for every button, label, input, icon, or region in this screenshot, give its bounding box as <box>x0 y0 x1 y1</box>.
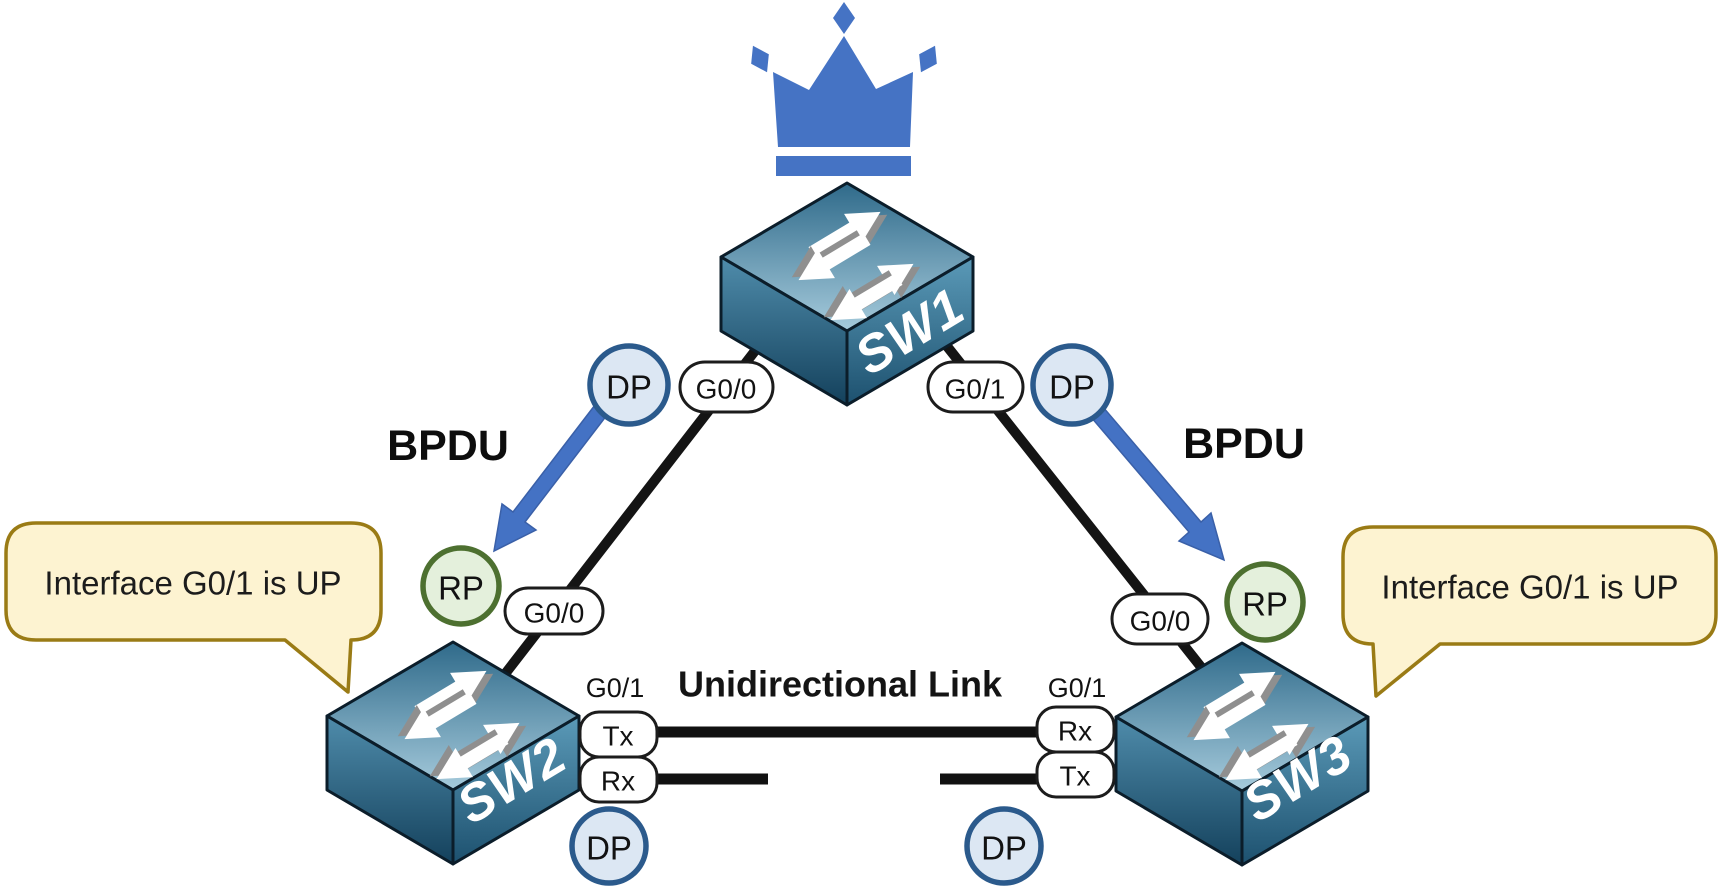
badge-dp-sw1-left: DP <box>587 343 671 427</box>
port-pill-sw3-g0-0-label: G0/0 <box>1130 606 1191 637</box>
switch-sw2: SW2 <box>327 642 579 864</box>
badge-dp-sw3: DP <box>964 806 1044 886</box>
pin-pill-sw2-rx: Rx <box>578 755 659 804</box>
bpdu-arrow-right <box>1089 405 1226 562</box>
pin-pill-sw2-rx-label: Rx <box>601 766 635 797</box>
bpdu-label-left: BPDU <box>387 422 509 470</box>
port-pill-sw3-g0-0: G0/0 <box>1110 592 1210 646</box>
port-pill-sw1-g0-1-label: G0/1 <box>945 374 1006 405</box>
badge-rp-sw2: RP <box>420 545 502 627</box>
port-pill-sw1-g0-1: G0/1 <box>926 360 1025 414</box>
port-pill-sw2-g0-0: G0/0 <box>503 586 605 636</box>
badge-rp-sw3-label: RP <box>1242 586 1288 623</box>
badge-dp-sw1-right: DP <box>1030 343 1114 427</box>
badge-rp-sw2-label: RP <box>438 570 484 607</box>
pin-pill-sw2-tx: Tx <box>578 710 659 759</box>
badge-dp-sw3-label: DP <box>981 830 1027 867</box>
pin-pill-sw3-rx: Rx <box>1035 705 1116 754</box>
badge-dp-sw1-left-label: DP <box>606 369 652 406</box>
badge-dp-sw1-right-label: DP <box>1049 369 1095 406</box>
unidirectional-link-label: Unidirectional Link <box>678 664 1003 705</box>
pin-pill-sw2-tx-label: Tx <box>602 721 633 752</box>
pin-pill-sw3-rx-label: Rx <box>1058 716 1092 747</box>
callout-right-text: Interface G0/1 is UP <box>1381 569 1678 606</box>
badge-rp-sw3: RP <box>1224 561 1306 643</box>
port-pill-sw1-g0-0-label: G0/0 <box>696 374 757 405</box>
callout-right: Interface G0/1 is UP <box>1341 525 1718 698</box>
bpdu-label-right: BPDU <box>1183 420 1305 468</box>
port-pill-sw1-g0-0: G0/0 <box>678 360 775 414</box>
port-label-sw2-g0-1: G0/1 <box>586 673 645 703</box>
badge-dp-sw2-label: DP <box>586 830 632 867</box>
pin-pill-sw3-tx-label: Tx <box>1059 761 1090 792</box>
callout-left-text: Interface G0/1 is UP <box>44 565 341 602</box>
bpdu-arrow-left <box>493 403 609 553</box>
port-label-sw3-g0-1: G0/1 <box>1048 673 1107 703</box>
port-pill-sw2-g0-0-label: G0/0 <box>524 598 585 629</box>
crown-icon <box>751 2 937 176</box>
pin-pill-sw3-tx: Tx <box>1035 750 1116 799</box>
callout-left: Interface G0/1 is UP <box>4 521 383 694</box>
switch-sw3: SW3 <box>1116 643 1368 865</box>
badge-dp-sw2: DP <box>569 806 649 886</box>
